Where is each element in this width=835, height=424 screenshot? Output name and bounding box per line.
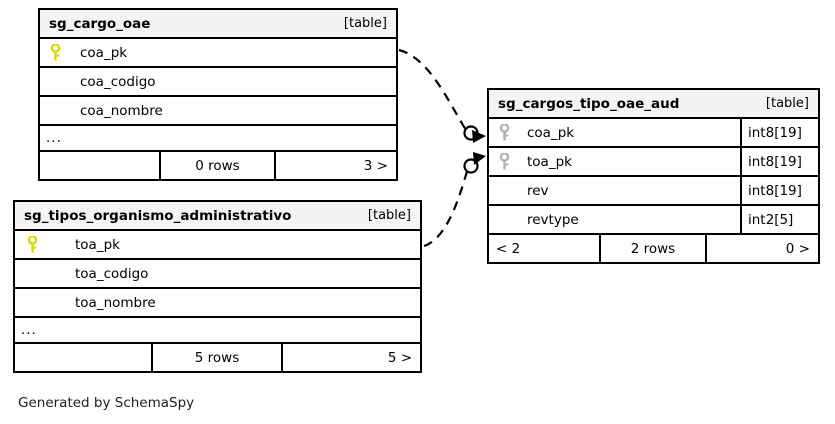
footer-row-count: 0 rows	[159, 152, 273, 179]
table-row[interactable]: toa_nombre	[15, 289, 420, 318]
footer-left[interactable]	[40, 152, 159, 179]
table-footer: < 2 2 rows 0 >	[489, 235, 818, 262]
footer-parent-count[interactable]: < 2	[496, 240, 521, 257]
table-row[interactable]: coa_nombre	[40, 97, 396, 126]
column-type: int8[19]	[740, 177, 818, 204]
table-header: sg_cargo_oae [table]	[40, 10, 396, 39]
column-name: toa_pk	[527, 153, 572, 170]
column-name: coa_nombre	[80, 102, 163, 119]
table-header: sg_tipos_organismo_administrativo [table…	[15, 202, 420, 231]
optional-marker-coa-pk	[463, 125, 479, 141]
primary-key-icon	[15, 236, 47, 253]
column-name: rev	[527, 182, 549, 199]
table-row[interactable]: toa_pk	[15, 231, 420, 260]
table-row[interactable]: coa_pk int8[19]	[489, 119, 818, 148]
table-node-sg-cargos-tipo-oae-aud[interactable]: sg_cargos_tipo_oae_aud [table] coa_pk in…	[487, 88, 820, 264]
column-name: toa_nombre	[75, 294, 156, 311]
footer-left[interactable]	[15, 344, 151, 371]
column-name: coa_pk	[80, 44, 128, 61]
footer-right[interactable]: 3 >	[273, 152, 396, 179]
more-columns-indicator: ...	[40, 126, 396, 152]
foreign-key-icon	[489, 124, 517, 141]
generated-by-label: Generated by SchemaSpy	[18, 395, 195, 411]
footer-child-count[interactable]: 0 >	[704, 235, 818, 262]
foreign-key-icon	[489, 153, 517, 170]
column-type: int2[5]	[740, 206, 818, 233]
table-footer: 0 rows 3 >	[40, 152, 396, 179]
table-type-tag: [table]	[343, 16, 387, 31]
table-type-tag: [table]	[765, 96, 809, 111]
column-name: coa_codigo	[80, 73, 156, 90]
footer-right[interactable]: 5 >	[281, 344, 420, 371]
column-type: int8[19]	[740, 148, 818, 175]
primary-key-icon	[40, 44, 68, 61]
table-row[interactable]: revtype int2[5]	[489, 206, 818, 235]
column-type: int8[19]	[740, 119, 818, 146]
relationship-line-toa-pk	[423, 167, 470, 248]
table-title: sg_cargos_tipo_oae_aud	[498, 95, 680, 112]
optional-marker-toa-pk	[463, 158, 479, 174]
column-name: coa_pk	[527, 124, 575, 141]
column-name: revtype	[527, 211, 579, 228]
footer-row-count: 5 rows	[150, 344, 282, 371]
table-row[interactable]: rev int8[19]	[489, 177, 818, 206]
more-columns-indicator: ...	[15, 318, 420, 344]
table-header: sg_cargos_tipo_oae_aud [table]	[489, 90, 818, 119]
table-footer: 5 rows 5 >	[15, 344, 420, 371]
column-name: toa_codigo	[75, 265, 149, 282]
relationship-line-coa-pk	[398, 48, 467, 131]
table-node-sg-cargo-oae[interactable]: sg_cargo_oae [table] coa_pk coa_codigo c…	[38, 8, 398, 181]
table-title: sg_tipos_organismo_administrativo	[24, 207, 292, 224]
table-node-sg-tipos-organismo-administrativo[interactable]: sg_tipos_organismo_administrativo [table…	[13, 200, 422, 373]
table-row[interactable]: toa_pk int8[19]	[489, 148, 818, 177]
column-name: toa_pk	[75, 236, 120, 253]
table-row[interactable]: coa_pk	[40, 39, 396, 68]
crowsfoot-marker-coa-pk	[472, 130, 486, 143]
table-type-tag: [table]	[367, 208, 411, 223]
crowsfoot-marker-toa-pk	[473, 152, 486, 165]
table-row[interactable]: toa_codigo	[15, 260, 420, 289]
footer-row-count: 2 rows	[599, 235, 704, 262]
table-row[interactable]: coa_codigo	[40, 68, 396, 97]
table-title: sg_cargo_oae	[49, 15, 151, 32]
